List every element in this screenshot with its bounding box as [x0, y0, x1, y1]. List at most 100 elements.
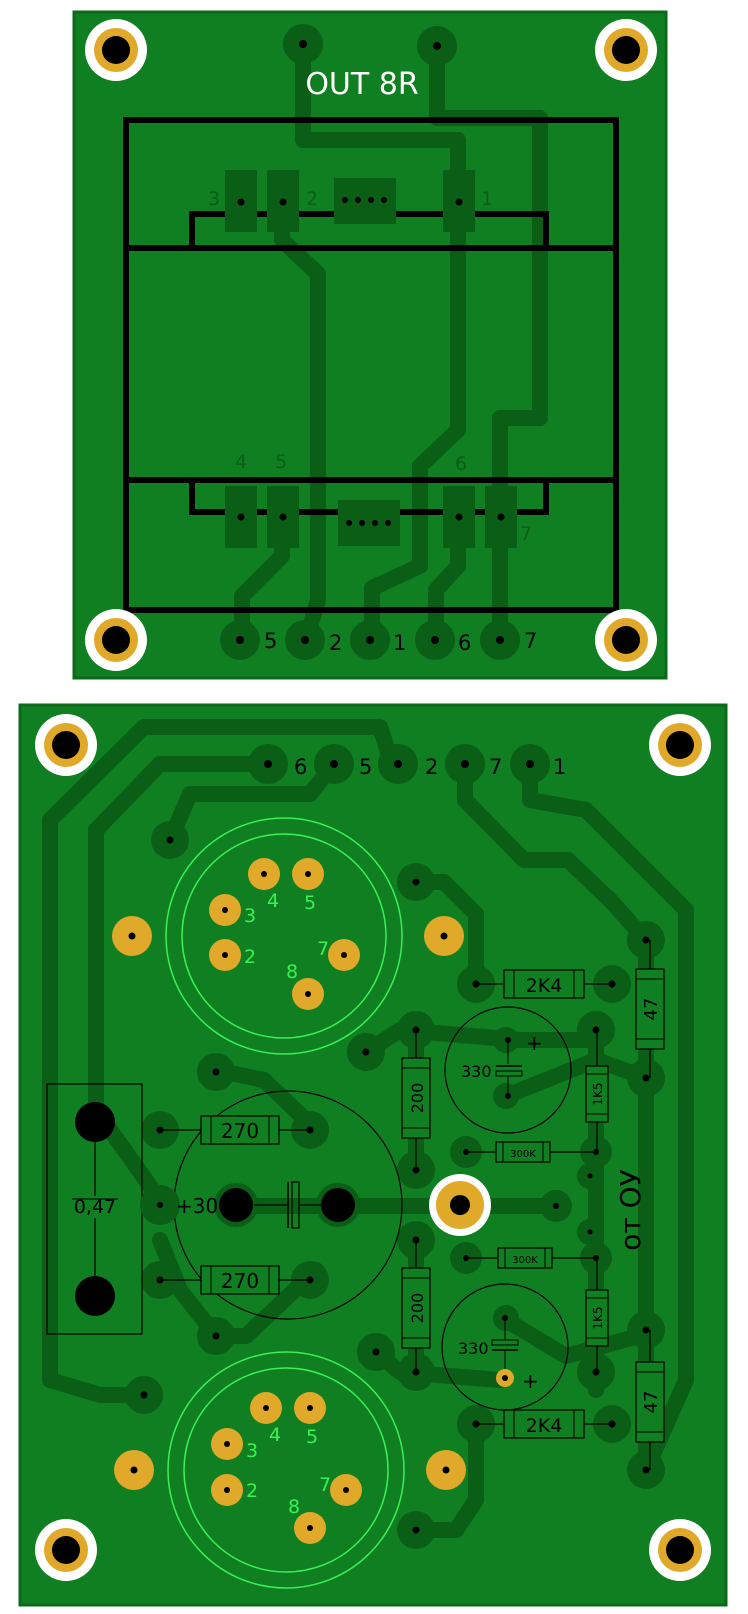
capacitor-330-lower: 330 +	[441, 1283, 569, 1411]
mount-hole-bottom-left-2	[35, 1519, 97, 1581]
connector-label-7: 7	[524, 629, 537, 653]
resistor-2k4-lower: 2K4	[476, 1409, 612, 1439]
lower-tube-pin-5: 5	[306, 1426, 318, 1448]
transformer-frame	[123, 117, 619, 613]
trace-cap-lower-right	[498, 1312, 654, 1364]
bottom-connector-label-6: 6	[294, 755, 307, 779]
resistor-47-upper-label: 47	[641, 998, 662, 1021]
resistor-270-lower: 270	[160, 1265, 310, 1295]
upper-tube-pin-5: 5	[304, 892, 316, 914]
resistor-300k-upper: 300K	[466, 1141, 596, 1163]
connector-label-5: 5	[264, 629, 277, 653]
resistor-47-upper: 47	[635, 940, 665, 1078]
bottom-connector-pads	[248, 744, 550, 784]
resistor-200-upper: 200	[401, 1030, 431, 1170]
input-label: от ОУ	[614, 1169, 647, 1250]
mount-hole-top-left-2	[85, 609, 147, 671]
output-title: OUT 8R	[305, 67, 418, 102]
pin-label-6: 6	[455, 453, 467, 475]
pin-label-2: 2	[306, 188, 318, 210]
resistor-300k-upper-label: 300K	[510, 1149, 536, 1160]
bottom-connector-label-5: 5	[359, 755, 372, 779]
resistor-1k5-lower-label: 1K5	[591, 1306, 605, 1329]
pin-label-4: 4	[235, 451, 247, 473]
lower-tube-pin-3: 3	[246, 1440, 258, 1462]
resistor-2k4-lower-label: 2K4	[526, 1415, 563, 1437]
tube-socket-lower: 4 5 3 2 7 8	[114, 1351, 466, 1589]
connector-label-2: 2	[329, 631, 342, 655]
capacitor-047: 0,47	[46, 1083, 143, 1335]
resistor-2k4-upper: 2K4	[476, 969, 612, 999]
mount-hole-top-left-1	[85, 19, 147, 81]
trace-conn7	[457, 756, 654, 948]
trace-pin1	[364, 196, 466, 648]
lower-tube-pin-8: 8	[288, 1496, 300, 1518]
mount-hole-bottom-right-1	[649, 714, 711, 776]
upper-tube-pin-2: 2	[244, 946, 256, 968]
resistor-200-lower-label: 200	[408, 1293, 427, 1324]
resistor-1k5-lower: 1K5	[585, 1258, 609, 1372]
upper-tube-pin-8: 8	[286, 961, 298, 983]
capacitor-330-upper-plus: +	[526, 1031, 543, 1055]
trace-lower-res	[408, 1416, 484, 1538]
resistor-47-lower-label: 47	[641, 1391, 662, 1414]
connector-label-6: 6	[458, 631, 471, 655]
resistor-300k-lower-label: 300K	[512, 1255, 538, 1266]
resistor-200-lower: 200	[401, 1240, 431, 1372]
lower-tube-pin-4: 4	[269, 1424, 281, 1446]
capacitor-047-label: 0,47	[74, 1196, 116, 1218]
pin-label-1: 1	[481, 188, 493, 210]
resistor-270-upper: 270	[160, 1115, 310, 1145]
center-ground-pad	[429, 1174, 491, 1236]
upper-tube-pin-3: 3	[244, 905, 256, 927]
lower-tube-pin-2: 2	[246, 1480, 258, 1502]
trace-conn6	[88, 756, 276, 1208]
resistor-300k-lower: 300K	[466, 1247, 596, 1269]
resistor-2k4-upper-label: 2K4	[526, 975, 563, 997]
capacitor-330-upper-label: 330	[461, 1062, 492, 1081]
resistor-270-upper-label: 270	[221, 1119, 259, 1143]
capacitor-330-upper: 330 +	[444, 1006, 572, 1134]
mount-hole-bottom-right-2	[649, 1519, 711, 1581]
tube-socket-upper: 4 5 3 2 7 8	[112, 817, 464, 1055]
mount-hole-top-right-1	[595, 19, 657, 81]
pin-label-7: 7	[520, 523, 532, 545]
bottom-connector-label-7: 7	[489, 755, 502, 779]
mounting-holes	[35, 19, 711, 1581]
resistor-1k5-upper: 1K5	[585, 1030, 609, 1152]
pin-label-3: 3	[208, 188, 220, 210]
capacitor-330-lower-label: 330	[458, 1339, 489, 1358]
trace-conn5-outer	[42, 719, 400, 1403]
top-connector-labels: 5 2 1 6 7	[264, 629, 537, 655]
bottom-connector-label-2: 2	[425, 755, 438, 779]
capacitor-300v: +300V	[140, 1090, 403, 1320]
lower-tube-pin-7: 7	[319, 1474, 331, 1496]
top-board-substrate	[72, 10, 668, 680]
resistor-270-lower-label: 270	[221, 1269, 259, 1293]
bottom-connector-label-1: 1	[553, 755, 566, 779]
transformer-pin-labels: 3 2 1 4 5 6 7	[208, 188, 532, 545]
trace-out-right	[429, 38, 548, 528]
resistor-47-lower: 47	[635, 1330, 665, 1470]
transformer-drill-holes	[237, 197, 505, 526]
output-pads	[283, 24, 457, 66]
upper-tube-pin-7: 7	[317, 938, 329, 960]
bottom-connector-labels: 6 5 2 7 1	[294, 755, 566, 779]
mount-hole-bottom-left-1	[35, 714, 97, 776]
capacitor-330-lower-plus: +	[522, 1369, 539, 1393]
upper-tube-pin-4: 4	[267, 890, 279, 912]
resistor-200-upper-label: 200	[408, 1083, 427, 1114]
top-board: 3 2 1 4 5 6 7 OUT 8R 5 2 1 6	[72, 10, 668, 680]
trace-cap-upper	[358, 1022, 604, 1060]
connector-label-1: 1	[393, 631, 406, 655]
bottom-pads	[125, 821, 665, 1549]
pin-label-5: 5	[275, 451, 287, 473]
voltage-label: +300V	[176, 1194, 245, 1218]
bottom-pad-holes	[140, 836, 650, 1534]
top-connector-pads	[220, 620, 520, 660]
bottom-board: 6 5 2 7 1	[18, 703, 728, 1607]
mount-hole-top-right-2	[595, 609, 657, 671]
resistor-1k5-upper-label: 1K5	[591, 1082, 605, 1105]
trace-conn1	[522, 756, 694, 1478]
